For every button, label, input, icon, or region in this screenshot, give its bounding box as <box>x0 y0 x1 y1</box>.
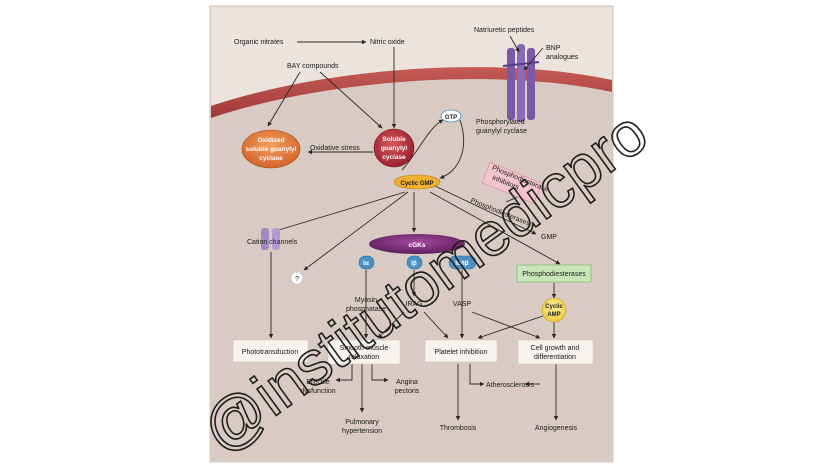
label-erectile-line2: dysfunction <box>300 388 336 395</box>
label-question: ? <box>295 276 299 283</box>
phosphodiesterases-box <box>516 264 592 283</box>
label-cyclic-amp-line1: Cyclic <box>545 304 563 310</box>
label-soluble-line2: guanylyl <box>381 145 408 152</box>
cyclic-gmp-node <box>393 174 441 190</box>
cgks-node <box>369 234 465 254</box>
label-cation-channels: Cation channels <box>247 239 298 246</box>
label-oxidized-line3: cyclase <box>259 155 283 162</box>
unknown-target-node <box>290 271 304 285</box>
cyclic-amp-node <box>541 297 567 323</box>
label-phosphorylated-line2: guanylyl cyclase <box>476 128 527 135</box>
label-oxidized-line1: Oxidized <box>257 137 284 144</box>
label-phosphorylated-line1: Phosphorylated <box>476 119 525 126</box>
isoform-i-beta <box>406 255 423 270</box>
label-angina-line2: pectoris <box>395 388 420 395</box>
label-erectile-line1: Erectile <box>306 379 329 386</box>
label-nitric-oxide: Nitric oxide <box>370 39 405 46</box>
label-phosphodiesterases-box: Phosphodiesterases <box>522 271 586 278</box>
label-myosin-line1: Myosin <box>355 297 377 304</box>
label-cgks: cGKs <box>409 242 426 249</box>
label-bay-compounds: BAY compounds <box>287 63 339 70</box>
oxidized-gc-node <box>241 129 301 169</box>
label-i-beta: Iβ <box>411 260 417 267</box>
label-soluble-line3: cyclase <box>382 154 406 161</box>
label-i-alpha: Iα <box>363 260 369 267</box>
label-i-alpha-beta: Iα/Iβ <box>455 260 468 267</box>
label-oxidative-stress: Oxidative stress <box>310 145 360 152</box>
label-cyclic-gmp: Cyclic GMP <box>400 181 433 187</box>
label-gtp: GTP <box>445 115 457 121</box>
label-vasp: VASP <box>453 301 471 308</box>
label-thrombosis: Thrombosis <box>440 425 477 432</box>
label-natriuretic-peptides: Natriuretic peptides <box>474 27 535 34</box>
label-smooth-muscle-line1: Smooth-muscle <box>340 345 389 352</box>
label-cell-growth-line2: differentiation <box>534 354 576 361</box>
label-bnp-analogues-line2: analogues <box>546 54 579 61</box>
cation-channel-icon <box>261 228 280 250</box>
label-soluble-line1: Soluble <box>382 136 406 143</box>
isoform-i-alpha-beta <box>448 255 477 270</box>
label-platelet-inhibition: Platelet inhibition <box>435 349 488 356</box>
label-oxidized-line2: soluble guanylyl <box>246 146 297 153</box>
gtp-node <box>440 109 462 123</box>
isoform-i-alpha <box>358 255 375 270</box>
label-smooth-muscle-line2: relaxation <box>349 354 379 361</box>
phototransduction-box <box>232 339 309 363</box>
label-atherosclerosis: Atherosclerosis <box>486 382 534 389</box>
label-bnp-analogues-line1: BNP <box>546 45 561 52</box>
label-angina-line1: Angina <box>396 379 418 386</box>
label-gmp: GMP <box>541 234 557 241</box>
arrow-group <box>267 35 561 421</box>
label-organic-nitrates: Organic nitrates <box>234 39 284 46</box>
label-pulmonary-line2: hypertension <box>342 428 382 435</box>
label-irag: IRAG <box>405 301 422 308</box>
soluble-gc-node <box>373 128 415 168</box>
platelet-inhibition-box <box>424 339 498 363</box>
label-cyclic-amp-line2: AMP <box>547 312 560 318</box>
cell-growth-box <box>517 339 594 365</box>
pde-inhibitor-node <box>481 161 543 205</box>
label-phototransduction: Phototransduction <box>242 349 299 356</box>
receptor-icon <box>502 44 540 122</box>
label-pulmonary-line1: Pulmonary <box>345 419 379 426</box>
label-cell-growth-line1: Cell growth and <box>531 345 580 352</box>
smooth-muscle-box <box>327 339 401 365</box>
label-myosin-line2: phosphatase <box>346 306 386 313</box>
label-angiogenesis: Angiogenesis <box>535 425 578 432</box>
